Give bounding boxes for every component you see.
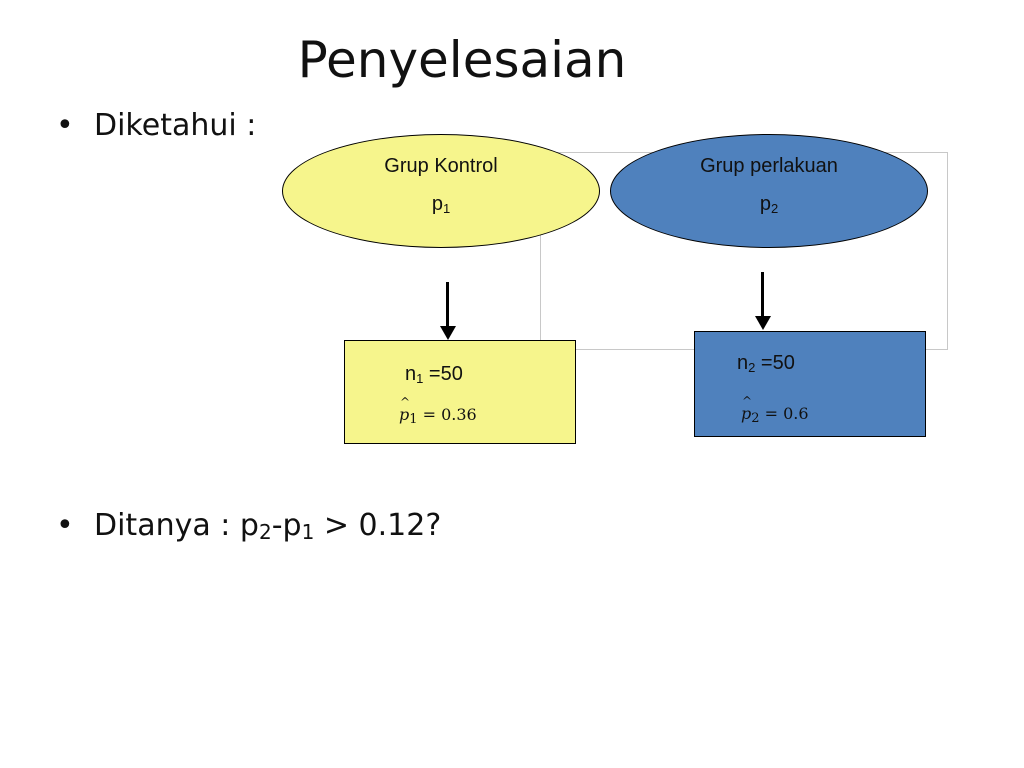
bullet-dot: • [56,508,74,543]
control-group-ellipse: Grup Kontrol p1 [282,134,600,248]
bullet-asked-text: Ditanya : p2-p1 > 0.12? [94,508,442,544]
control-group-param: p1 [431,193,451,216]
control-sample-proportion: p1 = 0.36 [399,395,477,426]
treatment-sample-box: n2 =50 p2 = 0.6 [694,331,926,437]
slide-title: Penyelesaian [297,31,627,89]
treatment-group-label: Grup perlakuan [700,155,838,177]
treatment-sample-proportion: p2 = 0.6 [741,394,809,425]
bullet-asked: • Ditanya : p2-p1 > 0.12? [56,508,516,552]
treatment-group-ellipse: Grup perlakuan p2 [610,134,928,248]
bullet-known: • Diketahui : [56,108,296,148]
control-group-label: Grup Kontrol [384,155,498,177]
bullet-known-text: Diketahui : [94,108,257,143]
control-sample-box: n1 =50 p1 = 0.36 [344,340,576,444]
treatment-sample-size: n2 =50 [737,352,795,375]
bullet-dot: • [56,108,74,143]
treatment-group-param: p2 [759,193,779,216]
control-sample-size: n1 =50 [405,363,463,386]
